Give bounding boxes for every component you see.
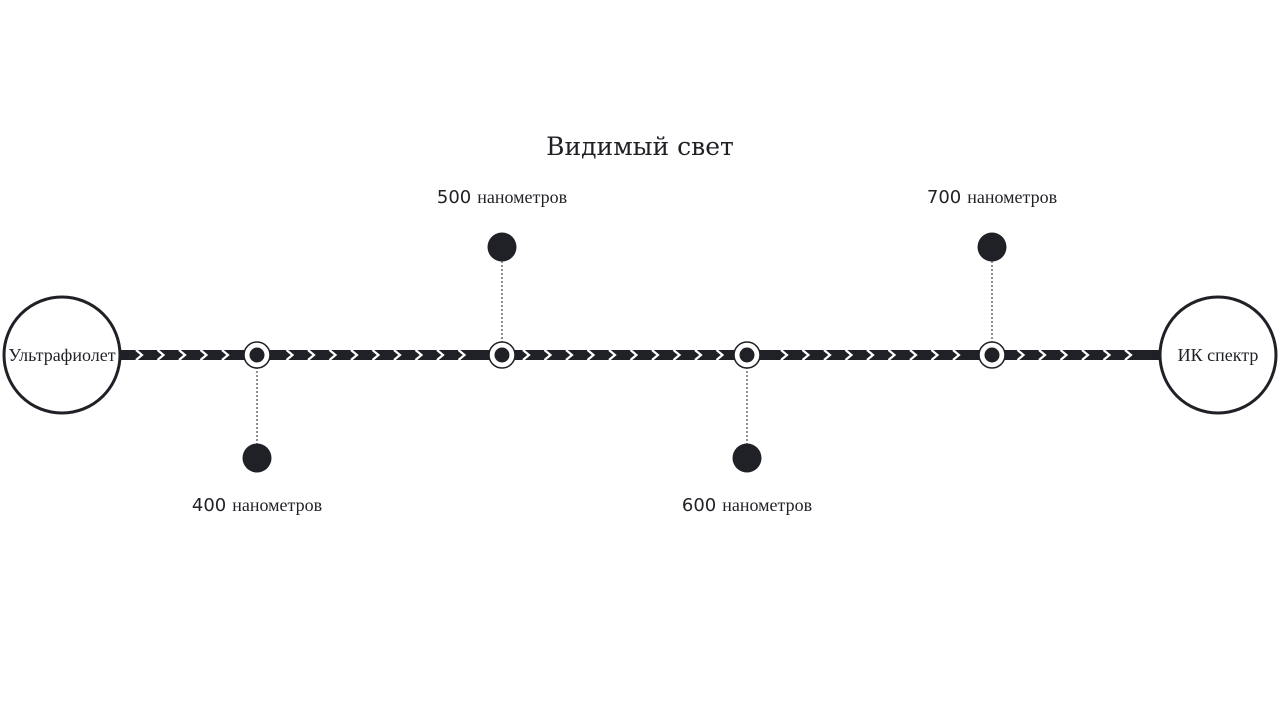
- chevron-arrow-icon: [909, 349, 918, 361]
- chevron-arrow-icon: [199, 349, 209, 361]
- milestone-unit: нанометров: [722, 495, 812, 515]
- milestone-marker-core: [984, 347, 1000, 363]
- chevron-arrow-icon: [436, 349, 445, 361]
- chevron-arrow-icon: [651, 349, 660, 361]
- end-node: ИК спектр: [1158, 295, 1278, 415]
- chevron-arrow-icon: [156, 349, 166, 361]
- chevron-arrow-icon: [1124, 349, 1133, 361]
- milestone-value: 500: [437, 187, 471, 208]
- timeline-track: [118, 350, 1162, 360]
- chevron-arrow-icon: [135, 349, 144, 361]
- milestone-unit: нанометров: [477, 187, 567, 207]
- start-circle: [2, 295, 122, 415]
- chevron-arrow-icon: [930, 349, 940, 361]
- milestone-dot: [242, 443, 272, 473]
- chevron-arrow-icon: [780, 349, 789, 361]
- chevron-arrow-icon: [543, 349, 553, 361]
- chevron-arrow-icon: [608, 349, 617, 361]
- chevron-arrow-icon: [1059, 349, 1069, 361]
- chevron-arrow-icon: [221, 349, 230, 361]
- milestone-label: 500 нанометров: [437, 187, 567, 208]
- track-chevrons: [135, 349, 1133, 361]
- chevron-arrow-icon: [952, 349, 961, 361]
- chevron-arrow-icon: [866, 349, 875, 361]
- chevron-arrow-icon: [1016, 349, 1026, 361]
- milestone-marker-core: [739, 347, 755, 363]
- end-circle: [1158, 295, 1278, 415]
- chevron-arrow-icon: [844, 349, 854, 361]
- chevron-arrow-icon: [522, 349, 531, 361]
- end-label: ИК спектр: [1178, 345, 1259, 365]
- chevron-arrow-icon: [178, 349, 187, 361]
- milestone-dot: [732, 443, 762, 473]
- chevron-arrow-icon: [715, 349, 725, 361]
- chevron-arrow-icon: [414, 349, 424, 361]
- chevron-arrow-icon: [801, 349, 811, 361]
- chevron-arrow-icon: [565, 349, 574, 361]
- milestone-unit: нанометров: [967, 187, 1057, 207]
- milestone-value: 600: [682, 495, 716, 516]
- milestone-unit: нанометров: [232, 495, 322, 515]
- milestone-label: 600 нанометров: [682, 495, 812, 516]
- milestone-dot: [977, 232, 1007, 262]
- milestone-value: 400: [192, 495, 226, 516]
- milestone-label: 700 нанометров: [927, 187, 1057, 208]
- milestone-marker-core: [249, 347, 265, 363]
- chevron-arrow-icon: [694, 349, 703, 361]
- chevron-arrow-icon: [1038, 349, 1047, 361]
- start-label: Ультрафиолет: [8, 345, 115, 365]
- chevron-arrow-icon: [457, 349, 467, 361]
- chevron-arrow-icon: [371, 349, 381, 361]
- chevron-arrow-icon: [1081, 349, 1090, 361]
- milestone-label: 400 нанометров: [192, 495, 322, 516]
- milestone-marker-core: [494, 347, 510, 363]
- chevron-arrow-icon: [307, 349, 316, 361]
- milestone-value: 700: [927, 187, 961, 208]
- chevron-arrow-icon: [285, 349, 295, 361]
- chevron-arrow-icon: [1102, 349, 1112, 361]
- chevron-arrow-icon: [328, 349, 338, 361]
- milestone-dot: [487, 232, 517, 262]
- chevron-arrow-icon: [823, 349, 832, 361]
- chevron-arrow-icon: [350, 349, 359, 361]
- chevron-arrow-icon: [629, 349, 639, 361]
- diagram-title: Видимый свет: [546, 132, 734, 161]
- chevron-arrow-icon: [586, 349, 596, 361]
- chevron-arrow-icon: [393, 349, 402, 361]
- chevron-arrow-icon: [887, 349, 897, 361]
- start-node: Ультрафиолет: [2, 295, 122, 415]
- chevron-arrow-icon: [672, 349, 682, 361]
